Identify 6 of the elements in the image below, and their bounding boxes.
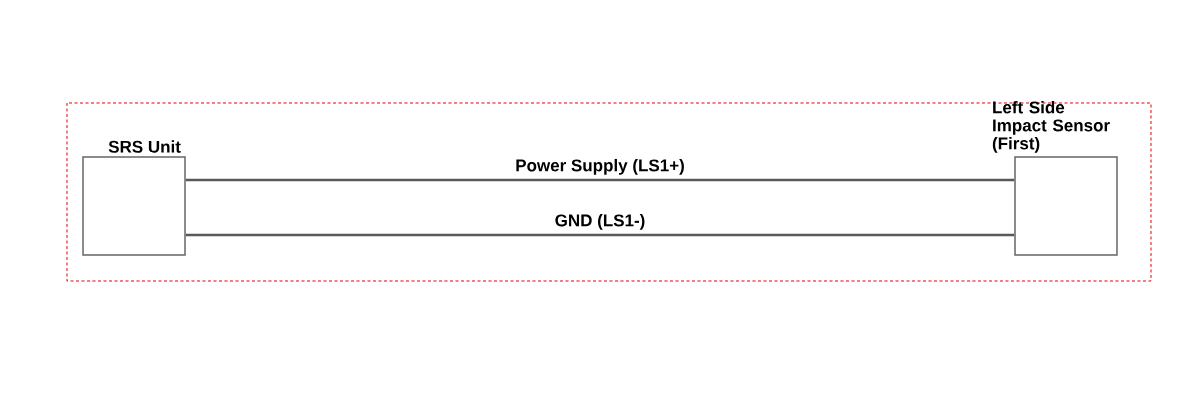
- box-heading: Left Side Impact Sensor (First): [992, 100, 1110, 153]
- wire: [185, 178, 1015, 182]
- box-heading: SRS Unit: [108, 140, 181, 153]
- edge-label: Power Supply (LS1+): [514, 157, 686, 176]
- wire: [185, 233, 1015, 237]
- edge-label: GND (LS1-): [553, 212, 647, 231]
